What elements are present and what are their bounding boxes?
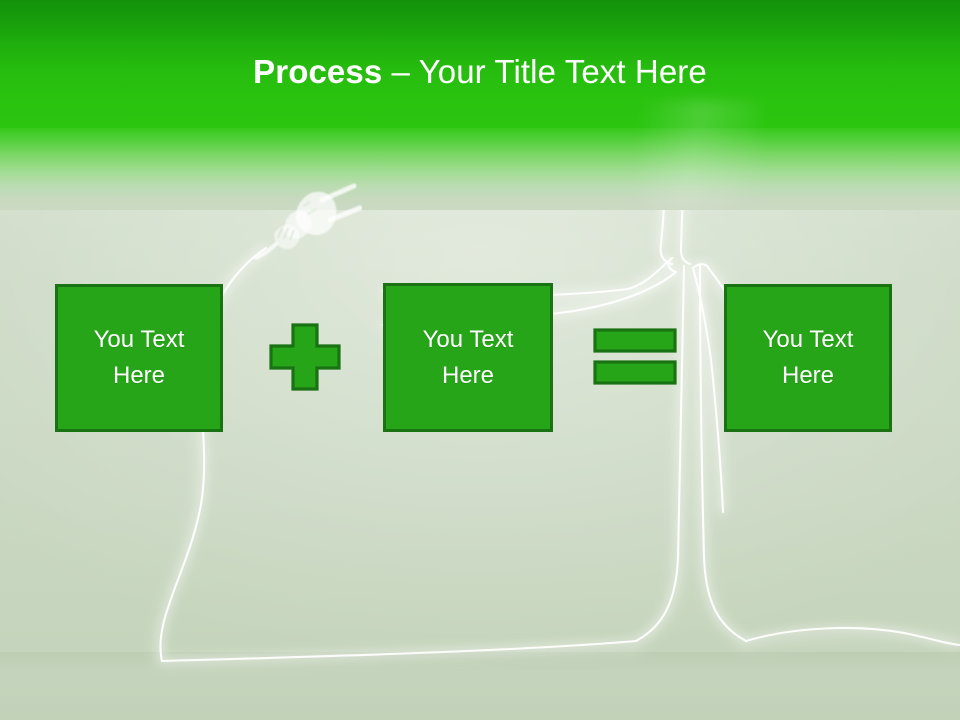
plus-sign-icon bbox=[269, 323, 341, 391]
header-band bbox=[0, 0, 960, 128]
header-gradient-fade bbox=[0, 128, 960, 210]
page-title-regular: – Your Title Text Here bbox=[382, 53, 707, 90]
background-floor-shading bbox=[0, 652, 960, 720]
page-title: Process – Your Title Text Here bbox=[0, 52, 960, 92]
page-title-bold: Process bbox=[253, 53, 383, 90]
equals-sign-icon bbox=[593, 328, 677, 385]
